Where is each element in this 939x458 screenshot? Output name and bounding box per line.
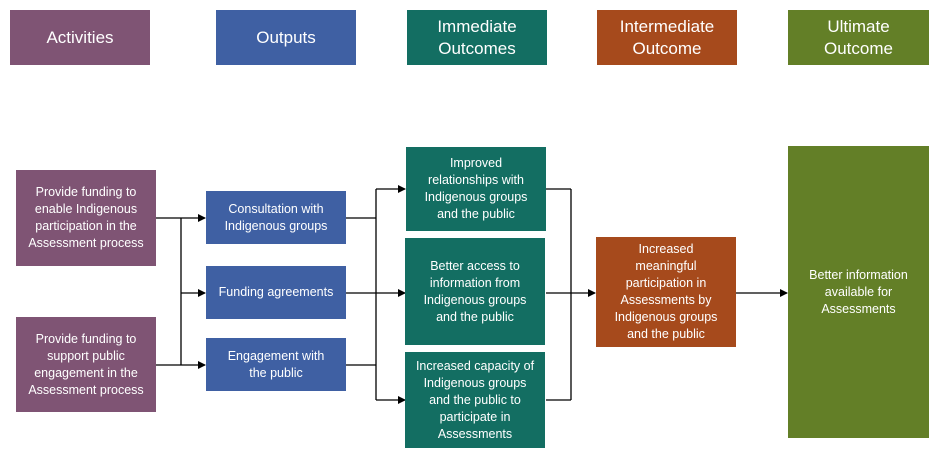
immediate-outcome-text-1: Improved relationships with Indigenous g…	[424, 156, 528, 221]
intermediate-outcome-box: Increased meaningful participation in As…	[596, 237, 736, 347]
output-box-1: Consultation with Indigenous groups	[206, 191, 346, 244]
ultimate-outcome-box: Better information available for Assessm…	[788, 146, 929, 438]
immediate-outcome-text-2: Better access to information from Indige…	[423, 258, 527, 324]
activity-text-2: Provide funding to support public engage…	[28, 331, 144, 397]
header-activities-label: Activities	[46, 27, 114, 47]
activity-box-1: Provide funding to enable Indigenous par…	[16, 170, 156, 266]
header-immediate-label: Immediate Outcomes	[437, 16, 517, 58]
header-intermediate-label: Intermediate Outcome	[619, 16, 715, 58]
header-ultimate-label: Ultimate Outcome	[824, 16, 893, 58]
output-box-3: Engagement with the public	[206, 338, 346, 391]
header-intermediate-outcome: Intermediate Outcome	[597, 10, 737, 65]
immediate-outcome-text-3: Increased capacity of Indigenous groups …	[415, 358, 535, 441]
immediate-outcome-box-1: Improved relationships with Indigenous g…	[406, 147, 546, 231]
immediate-outcome-box-2: Better access to information from Indige…	[405, 238, 545, 345]
header-activities: Activities	[10, 10, 150, 65]
activity-box-2: Provide funding to support public engage…	[16, 317, 156, 412]
activity-text-1: Provide funding to enable Indigenous par…	[28, 185, 144, 250]
header-outputs-label: Outputs	[256, 27, 316, 47]
header-outputs: Outputs	[216, 10, 356, 65]
header-immediate-outcomes: Immediate Outcomes	[407, 10, 547, 65]
output-text-2: Funding agreements	[218, 285, 334, 299]
output-text-1: Consultation with Indigenous groups	[224, 201, 328, 233]
intermediate-outcome-text: Increased meaningful participation in As…	[614, 242, 718, 341]
immediate-outcome-box-3: Increased capacity of Indigenous groups …	[405, 352, 545, 448]
output-box-2: Funding agreements	[206, 266, 346, 319]
header-ultimate-outcome: Ultimate Outcome	[788, 10, 929, 65]
output-text-3: Engagement with the public	[227, 348, 325, 380]
ultimate-outcome-text: Better information available for Assessm…	[809, 267, 908, 316]
